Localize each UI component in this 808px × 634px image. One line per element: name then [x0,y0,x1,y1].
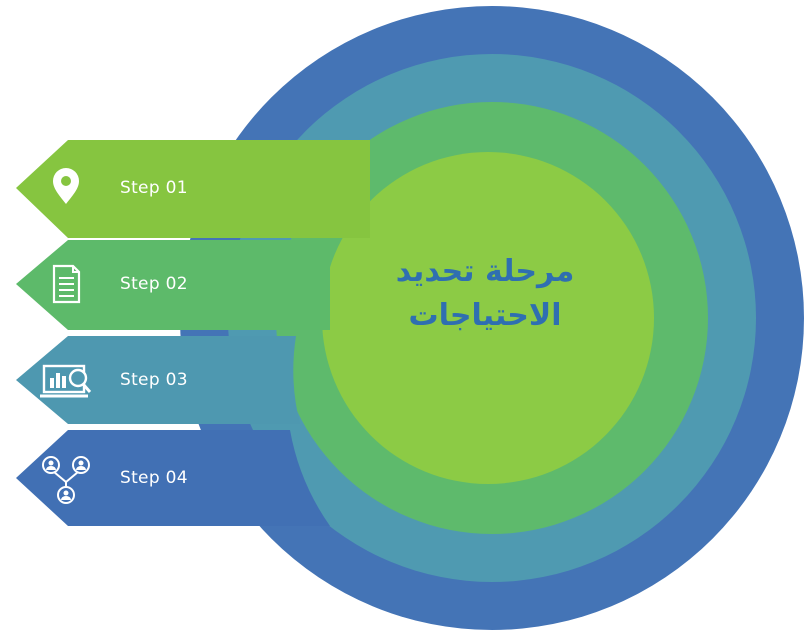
center-title-line-1: مرحلة تحديد [395,254,575,289]
step-01-banner [16,140,370,238]
ring-inner [322,152,654,484]
network-users-icon [42,456,90,504]
center-title: مرحلة تحديد الاحتياجات [330,250,640,338]
step-01-label: Step 01 [120,178,188,198]
step-02-banner [16,240,330,330]
center-title-line-2: الاحتياجات [408,298,562,333]
step-03-label: Step 03 [120,370,188,390]
step-02-label: Step 02 [120,274,188,294]
step-03-banner [16,336,300,424]
step-04-banner [16,430,330,526]
chart-magnifier-icon [40,364,92,398]
document-icon [52,264,81,304]
location-pin-icon [53,168,79,204]
step-04-label: Step 04 [120,468,188,488]
